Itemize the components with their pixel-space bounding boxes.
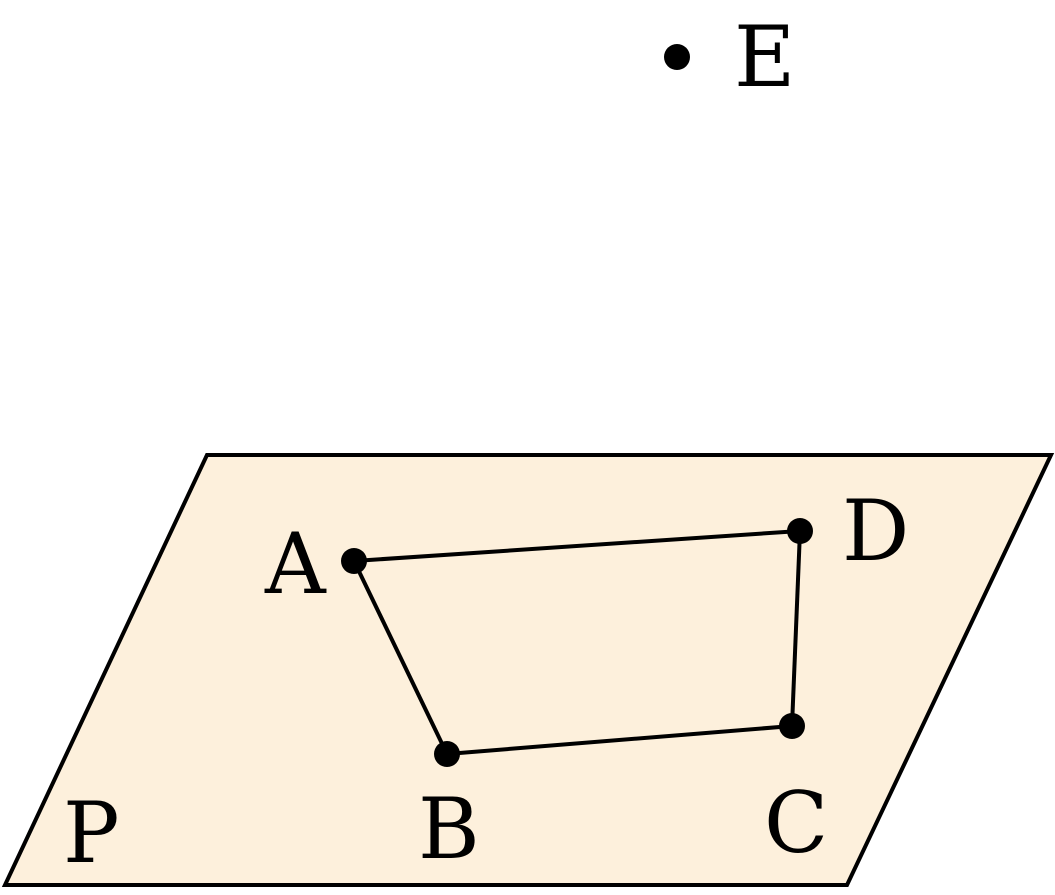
- point-b: [434, 741, 460, 767]
- point-d: [787, 518, 813, 544]
- edge-ab: [352, 560, 449, 755]
- label-a: A: [264, 515, 327, 613]
- label-e: E: [734, 8, 795, 106]
- plane-p: [1, 453, 1055, 887]
- point-a: [341, 548, 367, 574]
- edge-bc: [446, 724, 793, 756]
- label-p: P: [63, 784, 120, 882]
- edge-da: [353, 529, 801, 563]
- label-d: D: [842, 482, 909, 580]
- label-b: B: [418, 780, 480, 878]
- label-c: C: [764, 774, 828, 872]
- point-e: [664, 44, 690, 70]
- edge-cd: [790, 530, 802, 727]
- point-c: [779, 713, 805, 739]
